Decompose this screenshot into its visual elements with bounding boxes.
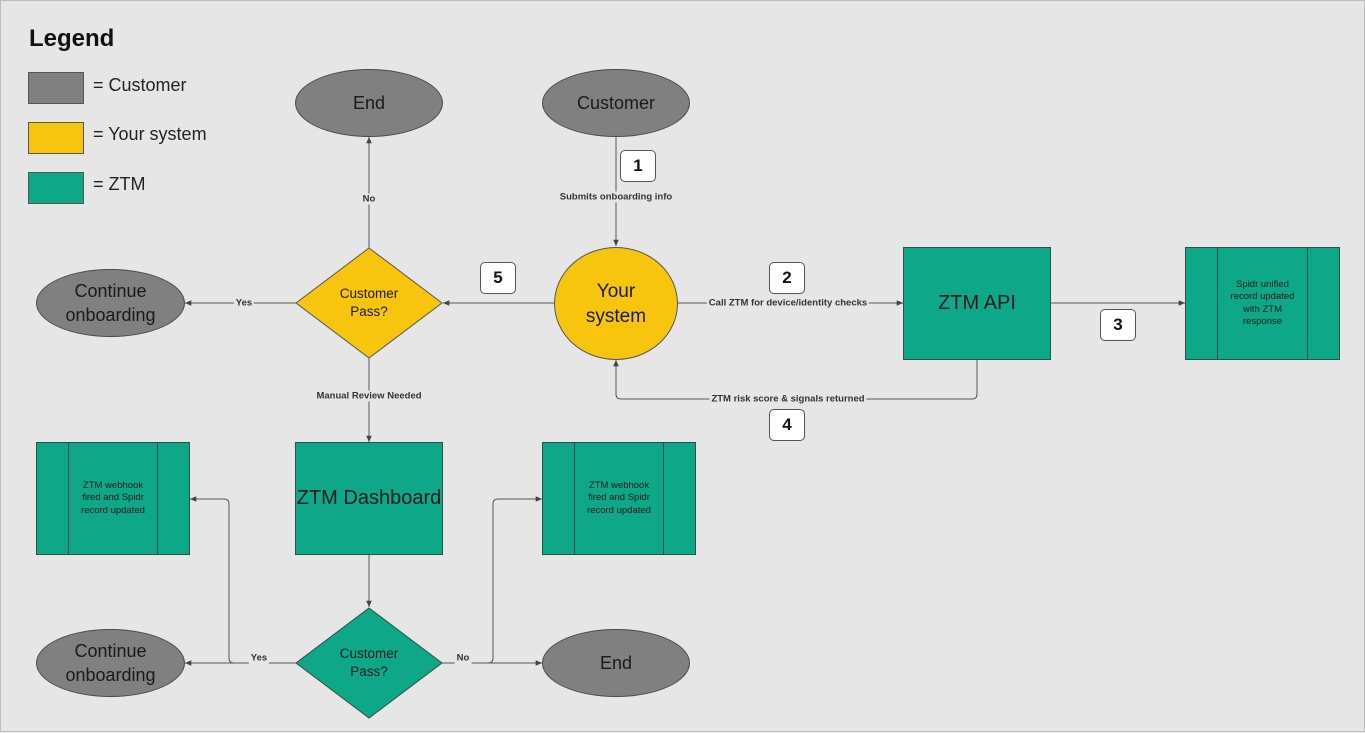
your-system-node: Your system (554, 247, 678, 360)
edge-decision-to-webhook-right (442, 496, 542, 664)
edge-label-yes-top: Yes (233, 297, 255, 309)
edge-label-manual-review: Manual Review Needed (314, 390, 424, 402)
end-node-top: End (295, 69, 443, 137)
webhook-node-left: ZTM webhook fired and Spidr record updat… (36, 442, 190, 555)
edge-label-submits: Submits onboarding info (557, 191, 675, 203)
step-badge-1: 1 (620, 150, 656, 182)
legend-label-ztm: = ZTM (93, 174, 146, 194)
legend-title: Legend (29, 25, 115, 52)
edge-label-no-top: No (360, 193, 378, 205)
decision-diamond-bottom (295, 607, 443, 719)
legend-label-customer: = Customer (93, 75, 187, 95)
ztm-dashboard-node: ZTM Dashboard (295, 442, 443, 555)
step-badge-2: 2 (769, 262, 805, 294)
legend-label-your-system: = Your system (93, 124, 207, 144)
end-node-bottom: End (542, 629, 690, 697)
edge-label-yes-bottom: Yes (248, 652, 270, 664)
ztm-api-node: ZTM API (903, 247, 1051, 360)
continue-onboarding-node-top: Continue onboarding (36, 269, 185, 337)
continue-onboarding-node-bottom: Continue onboarding (36, 629, 185, 697)
legend-swatch-ztm (28, 172, 84, 204)
spidr-record-node: Spidr unified record updated with ZTM re… (1185, 247, 1340, 360)
edge-decision-to-webhook-left (190, 496, 296, 664)
webhook-node-right: ZTM webhook fired and Spidr record updat… (542, 442, 696, 555)
legend-swatch-customer (28, 72, 84, 104)
edge-label-call-ztm: Call ZTM for device/identity checks (706, 297, 870, 309)
decision-top-label: Customer Pass? (339, 286, 399, 319)
webhook-left-label: ZTM webhook fired and Spidr record updat… (81, 479, 145, 516)
edge-label-risk-returned: ZTM risk score & signals returned (709, 393, 867, 405)
legend-swatch-your-system (28, 122, 84, 154)
spidr-record-label: Spidr unified record updated with ZTM re… (1230, 278, 1295, 328)
step-badge-4: 4 (769, 409, 805, 441)
edge-label-no-bottom: No (454, 652, 472, 664)
step-badge-5: 5 (480, 262, 516, 294)
customer-node: Customer (542, 69, 690, 137)
decision-bottom-label: Customer Pass? (339, 646, 399, 679)
step-badge-3: 3 (1100, 309, 1136, 341)
webhook-right-label: ZTM webhook fired and Spidr record updat… (587, 479, 651, 516)
